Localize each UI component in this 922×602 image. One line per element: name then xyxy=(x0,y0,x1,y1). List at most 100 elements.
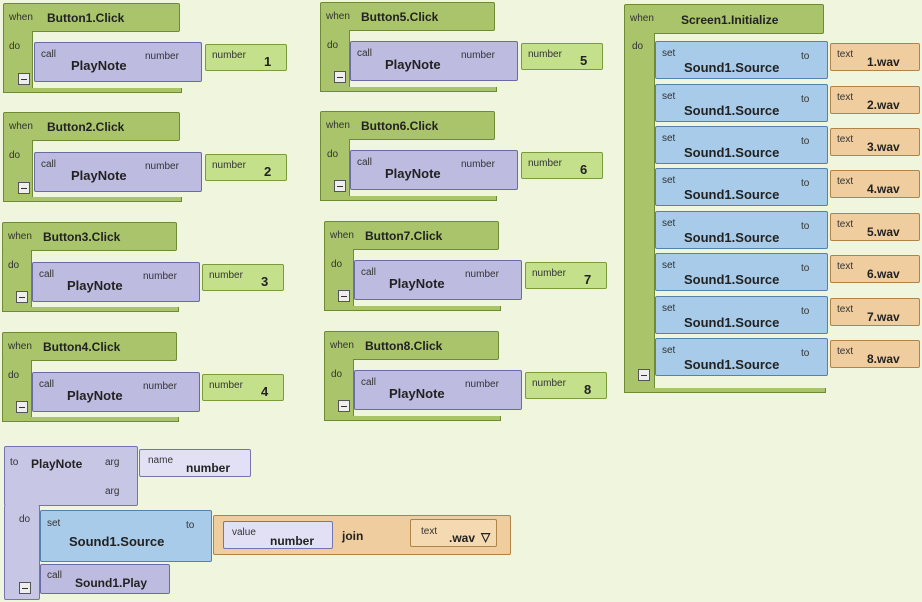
param-label: number xyxy=(461,50,495,61)
when-label: when xyxy=(630,13,654,24)
call-label: call xyxy=(41,49,57,60)
text-value[interactable]: 1.wav xyxy=(867,55,900,69)
set-sound1-source-block[interactable]: set Sound1.Source to xyxy=(655,41,828,79)
call-playnote-block[interactable]: call PlayNote number xyxy=(32,262,200,302)
event-block-button7-click[interactable]: when Button7.Click xyxy=(324,221,499,250)
set-sound1-source-block[interactable]: set Sound1.Source to xyxy=(40,510,212,562)
set-sound1-source-block[interactable]: set Sound1.Source to xyxy=(655,338,828,376)
event-name: Button8.Click xyxy=(365,339,443,353)
collapse-toggle-icon[interactable] xyxy=(338,290,350,302)
number-block[interactable]: number 2 xyxy=(205,154,287,181)
event-block-button6-click[interactable]: when Button6.Click xyxy=(320,111,495,140)
event-block-button1-click[interactable]: when Button1.Click xyxy=(3,3,180,32)
event-block-button3-click[interactable]: when Button3.Click xyxy=(2,222,177,251)
number-value[interactable]: 2 xyxy=(264,164,272,179)
set-sound1-source-block[interactable]: set Sound1.Source to xyxy=(655,211,828,249)
collapse-toggle-icon[interactable] xyxy=(338,400,350,412)
arg-name-block[interactable]: name number xyxy=(139,449,251,477)
call-playnote-block[interactable]: call PlayNote number xyxy=(34,42,202,82)
event-block-screen1-initialize[interactable]: when Screen1.Initialize xyxy=(624,4,824,34)
number-value[interactable]: 6 xyxy=(580,162,588,177)
set-label: set xyxy=(662,48,676,59)
text-value[interactable]: .wav xyxy=(449,531,476,545)
event-block-button4-click[interactable]: when Button4.Click xyxy=(2,332,177,361)
event-name: Button6.Click xyxy=(361,119,439,133)
text-block[interactable]: text .wav ▽ xyxy=(410,519,497,547)
number-block[interactable]: number 5 xyxy=(521,43,603,70)
to-label: to xyxy=(801,348,810,359)
event-name: Button4.Click xyxy=(43,340,121,354)
text-value[interactable]: 5.wav xyxy=(867,225,900,239)
text-block[interactable]: text 3.wav xyxy=(830,128,920,156)
number-value[interactable]: 3 xyxy=(261,274,269,289)
number-block[interactable]: number 7 xyxy=(525,262,607,289)
proc-name: PlayNote xyxy=(389,276,445,291)
text-block[interactable]: text 8.wav xyxy=(830,340,920,368)
text-label: text xyxy=(837,219,854,230)
collapse-toggle-icon[interactable] xyxy=(18,182,30,194)
text-block[interactable]: text 1.wav xyxy=(830,43,920,71)
number-block[interactable]: number 4 xyxy=(202,374,284,401)
set-sound1-source-block[interactable]: set Sound1.Source to xyxy=(655,168,828,206)
event-bottom xyxy=(320,87,497,92)
do-label: do xyxy=(9,41,21,52)
event-block-button2-click[interactable]: when Button2.Click xyxy=(3,112,180,141)
collapse-toggle-icon[interactable] xyxy=(18,73,30,85)
call-playnote-block[interactable]: call PlayNote number xyxy=(354,370,522,410)
set-target: Sound1.Source xyxy=(684,230,780,245)
call-playnote-block[interactable]: call PlayNote number xyxy=(34,152,202,192)
text-block[interactable]: text 6.wav xyxy=(830,255,920,283)
event-name: Button5.Click xyxy=(361,10,439,24)
call-playnote-block[interactable]: call PlayNote number xyxy=(350,150,518,190)
call-playnote-block[interactable]: call PlayNote number xyxy=(350,41,518,81)
number-value[interactable]: 1 xyxy=(264,54,272,69)
text-label: text xyxy=(837,304,854,315)
call-sound1-play-block[interactable]: call Sound1.Play xyxy=(40,564,170,594)
set-sound1-source-block[interactable]: set Sound1.Source to xyxy=(655,296,828,334)
set-sound1-source-block[interactable]: set Sound1.Source to xyxy=(655,253,828,291)
event-name: Button7.Click xyxy=(365,229,443,243)
set-sound1-source-block[interactable]: set Sound1.Source to xyxy=(655,84,828,122)
event-block-button5-click[interactable]: when Button5.Click xyxy=(320,2,495,31)
procedure-definition-playnote[interactable]: to PlayNote arg arg xyxy=(4,446,138,506)
number-block[interactable]: number 8 xyxy=(525,372,607,399)
text-value[interactable]: 6.wav xyxy=(867,267,900,281)
procedure-name[interactable]: PlayNote xyxy=(31,457,83,471)
text-block[interactable]: text 5.wav xyxy=(830,213,920,241)
number-value[interactable]: 4 xyxy=(261,384,269,399)
to-label: to xyxy=(186,520,195,531)
arg-name-value[interactable]: number xyxy=(186,461,231,475)
collapse-toggle-icon[interactable] xyxy=(16,401,28,413)
number-block[interactable]: number 3 xyxy=(202,264,284,291)
to-label: to xyxy=(801,136,810,147)
event-block-button8-click[interactable]: when Button8.Click xyxy=(324,331,499,360)
collapse-toggle-icon[interactable] xyxy=(334,71,346,83)
text-value[interactable]: 8.wav xyxy=(867,352,900,366)
text-value[interactable]: 4.wav xyxy=(867,182,900,196)
dropdown-triangle-icon[interactable]: ▽ xyxy=(481,530,491,544)
number-value[interactable]: 7 xyxy=(584,272,592,287)
collapse-toggle-icon[interactable] xyxy=(638,369,650,381)
text-value[interactable]: 7.wav xyxy=(867,310,900,324)
text-block[interactable]: text 2.wav xyxy=(830,86,920,114)
when-label: when xyxy=(330,340,354,351)
number-block[interactable]: number 6 xyxy=(521,152,603,179)
call-playnote-block[interactable]: call PlayNote number xyxy=(354,260,522,300)
text-value[interactable]: 2.wav xyxy=(867,98,900,112)
collapse-toggle-icon[interactable] xyxy=(334,180,346,192)
set-sound1-source-block[interactable]: set Sound1.Source to xyxy=(655,126,828,164)
value-getter-block[interactable]: value number xyxy=(223,521,333,549)
number-value[interactable]: 8 xyxy=(584,382,592,397)
collapse-toggle-icon[interactable] xyxy=(19,582,31,594)
number-value[interactable]: 5 xyxy=(580,53,588,68)
event-bottom xyxy=(320,196,497,201)
number-block[interactable]: number 1 xyxy=(205,44,287,71)
call-playnote-block[interactable]: call PlayNote number xyxy=(32,372,200,412)
text-block[interactable]: text 4.wav xyxy=(830,170,920,198)
collapse-toggle-icon[interactable] xyxy=(16,291,28,303)
value-var[interactable]: number xyxy=(270,534,315,548)
set-target: Sound1.Source xyxy=(684,187,780,202)
param-label: number xyxy=(145,51,179,62)
text-value[interactable]: 3.wav xyxy=(867,140,900,154)
text-block[interactable]: text 7.wav xyxy=(830,298,920,326)
